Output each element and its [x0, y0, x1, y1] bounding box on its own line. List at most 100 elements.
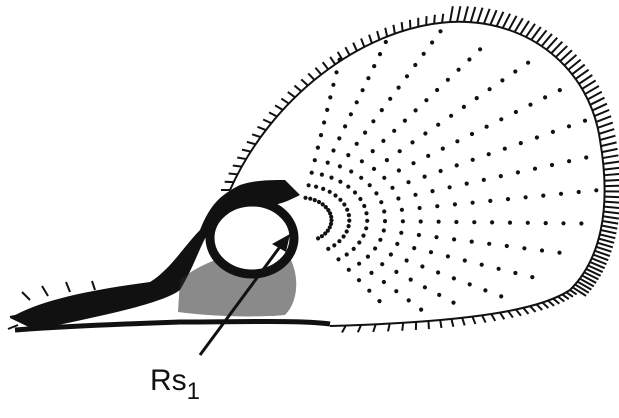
microtrichium	[349, 169, 353, 173]
microtrichium	[364, 226, 368, 230]
seta	[548, 301, 554, 306]
microtrichium	[406, 180, 410, 184]
microtrichium	[345, 208, 349, 212]
seta	[503, 14, 510, 28]
microtrichium	[558, 88, 562, 92]
microtrichium	[522, 246, 526, 250]
seta	[604, 212, 619, 214]
microtrichium	[307, 183, 311, 187]
seta	[385, 28, 387, 37]
microtrichium	[382, 280, 386, 284]
microtrichium	[413, 193, 417, 197]
microtrichium	[357, 278, 361, 282]
seta	[301, 79, 308, 85]
microtrichium	[436, 123, 440, 127]
seta	[393, 25, 394, 34]
microtrichium	[338, 58, 342, 62]
microtrichium	[561, 221, 565, 225]
seta	[603, 162, 619, 164]
seta	[440, 320, 441, 328]
microtrichium	[384, 40, 388, 44]
microtrichium	[405, 258, 409, 262]
microtrichium	[503, 147, 507, 151]
microtrichium	[451, 301, 455, 305]
seta	[520, 21, 529, 34]
microtrichium	[583, 119, 587, 123]
microtrichium	[342, 234, 346, 238]
microtrichium	[355, 142, 359, 146]
seta	[434, 15, 435, 24]
microtrichium	[462, 105, 466, 109]
seta	[410, 20, 411, 29]
microtrichium	[383, 219, 387, 223]
microtrichium	[394, 289, 398, 293]
seta	[602, 226, 618, 229]
microtrichium	[316, 236, 320, 240]
seta	[373, 324, 376, 332]
microtrichium	[398, 149, 402, 153]
microtrichium	[508, 221, 512, 225]
microtrichium	[436, 270, 440, 274]
microtrichium	[359, 176, 363, 180]
microtrichium	[483, 288, 487, 292]
microtrichium	[366, 76, 370, 80]
seta	[462, 318, 465, 326]
microtrichium	[336, 257, 340, 261]
seta	[258, 127, 266, 130]
seta	[596, 116, 611, 122]
seta	[252, 134, 261, 137]
microtrichium	[579, 221, 583, 225]
microtrichium	[401, 219, 405, 223]
microtrichium	[371, 149, 375, 153]
microtrichium	[516, 170, 520, 174]
microtrichium	[361, 234, 365, 238]
microtrichium	[313, 158, 317, 162]
microtrichium	[396, 196, 400, 200]
seta	[509, 16, 517, 30]
seta	[450, 6, 453, 22]
seta	[233, 165, 242, 166]
microtrichium	[347, 268, 351, 272]
seta	[247, 142, 256, 144]
microtrichium	[423, 131, 427, 135]
seta	[497, 12, 504, 26]
microtrichium	[528, 103, 532, 107]
microtrichium	[526, 221, 530, 225]
seta	[603, 216, 619, 218]
microtrichium	[417, 233, 421, 237]
microtrichium	[388, 97, 392, 101]
microtrichium	[313, 198, 317, 202]
microtrichium	[328, 190, 332, 194]
seta	[599, 129, 614, 134]
rs1-label-main: Rs	[150, 364, 187, 397]
microtrichium	[544, 221, 548, 225]
microtrichium	[380, 262, 384, 266]
microtrichium	[465, 182, 469, 186]
microtrichium	[513, 69, 517, 73]
microtrichium	[499, 117, 503, 121]
microtrichium	[410, 140, 414, 144]
microtrichium	[438, 29, 442, 33]
microtrichium	[362, 204, 366, 208]
microtrichium	[413, 63, 417, 67]
microtrichium	[353, 190, 357, 194]
seta	[361, 39, 364, 47]
microtrichium	[482, 178, 486, 182]
microtrichium	[551, 130, 555, 134]
seta	[457, 6, 460, 22]
seta	[558, 297, 564, 302]
seta	[315, 68, 321, 75]
microtrichium	[337, 239, 341, 243]
microtrichium	[343, 124, 347, 128]
microtrichium	[540, 248, 544, 252]
microtrichium	[321, 187, 325, 191]
seta	[585, 86, 599, 94]
microtrichium	[390, 186, 394, 190]
seta	[281, 99, 289, 104]
microtrichium	[430, 189, 434, 193]
microtrichium	[407, 298, 411, 302]
seta	[451, 319, 453, 327]
microtrichium	[557, 251, 561, 255]
seta	[269, 112, 277, 116]
rs1-label-subscript: 1	[187, 378, 200, 405]
